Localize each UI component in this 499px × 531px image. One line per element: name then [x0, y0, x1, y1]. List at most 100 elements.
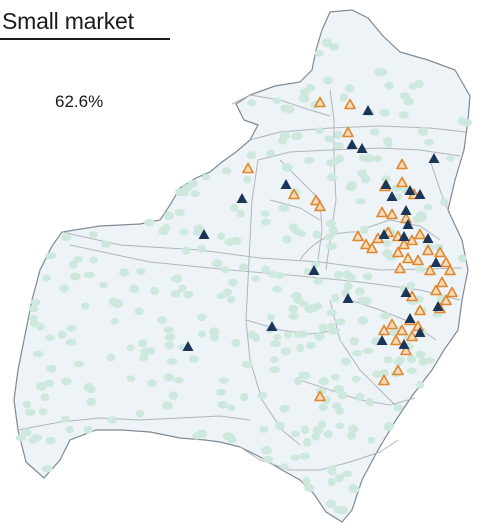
dot-marker — [251, 333, 261, 342]
dot-marker — [227, 404, 236, 412]
dot-marker — [270, 340, 281, 348]
dot-marker — [209, 327, 220, 336]
dot-marker — [32, 350, 44, 358]
open-triangle-marker — [386, 318, 398, 330]
dot-marker — [311, 261, 321, 269]
dot-marker — [73, 360, 85, 368]
open-triangle-marker — [436, 276, 448, 288]
dot-marker — [365, 397, 375, 407]
dot-marker — [163, 373, 175, 382]
dot-marker — [197, 313, 207, 322]
dot-marker — [330, 373, 340, 381]
dot-marker — [357, 169, 367, 178]
dot-marker — [107, 416, 118, 424]
dot-marker — [335, 318, 346, 326]
dot-marker — [344, 84, 355, 93]
dot-marker — [324, 135, 335, 143]
dot-marker — [216, 388, 226, 396]
dot-marker — [383, 356, 394, 364]
dot-marker — [369, 128, 380, 136]
dot-marker — [164, 333, 176, 341]
dot-marker — [415, 350, 426, 359]
dot-marker — [285, 105, 295, 114]
dot-marker — [101, 240, 111, 248]
dot-marker — [457, 116, 467, 126]
dot-marker — [161, 401, 173, 410]
dot-marker — [351, 375, 361, 383]
open-triangle-marker — [390, 334, 402, 346]
dot-marker — [279, 404, 290, 413]
dot-marker — [373, 155, 383, 163]
dot-marker — [324, 233, 334, 241]
dot-marker — [164, 341, 175, 350]
dot-marker — [406, 367, 417, 375]
open-triangle-marker — [414, 304, 426, 316]
dot-marker — [69, 260, 78, 269]
dot-marker — [21, 428, 32, 437]
dot-marker — [226, 435, 237, 444]
dot-marker — [355, 392, 365, 402]
dot-marker — [333, 142, 344, 150]
dot-marker — [423, 203, 433, 211]
dot-marker — [418, 357, 428, 366]
dot-marker — [280, 463, 289, 470]
dark-triangle-marker — [398, 339, 410, 349]
dot-marker — [89, 256, 98, 264]
dark-triangle-marker — [404, 313, 416, 323]
map-title: Small market — [2, 8, 134, 34]
dot-marker — [294, 376, 303, 386]
dot-marker — [163, 326, 174, 334]
open-triangle-marker — [440, 294, 452, 306]
dot-marker — [230, 203, 239, 212]
open-triangle-marker — [422, 244, 434, 256]
dot-marker — [383, 422, 394, 431]
open-triangle-marker — [314, 390, 326, 402]
dot-marker — [337, 506, 348, 515]
open-triangle-marker — [344, 98, 356, 110]
dot-marker — [267, 313, 275, 321]
dot-marker — [348, 424, 359, 433]
dot-marker — [139, 354, 149, 362]
dot-marker — [209, 333, 220, 342]
dot-marker — [292, 131, 303, 140]
dot-marker — [136, 267, 146, 275]
dot-marker — [65, 338, 77, 346]
dark-triangle-marker — [236, 193, 248, 203]
dot-marker — [274, 272, 285, 279]
dot-marker — [323, 76, 333, 85]
dot-marker — [398, 111, 409, 119]
dot-marker — [334, 271, 343, 279]
dot-marker — [379, 369, 389, 377]
dot-marker — [349, 337, 359, 346]
dot-marker — [170, 275, 180, 283]
open-triangle-marker — [440, 256, 452, 268]
dot-marker — [126, 344, 135, 352]
dot-marker — [328, 327, 339, 335]
dot-marker — [179, 228, 189, 236]
dot-marker — [168, 391, 178, 400]
dot-marker — [61, 377, 72, 386]
open-triangle-marker — [378, 374, 390, 386]
open-triangle-marker — [412, 254, 424, 266]
dot-marker — [86, 397, 96, 407]
dot-marker — [284, 331, 293, 339]
dot-marker — [69, 272, 81, 281]
dot-marker — [327, 477, 336, 487]
dot-marker — [325, 499, 337, 509]
dot-marker — [315, 127, 325, 135]
dark-triangle-marker — [280, 179, 292, 189]
dot-marker — [335, 154, 345, 163]
open-triangle-marker — [392, 364, 404, 376]
dot-marker — [60, 415, 70, 423]
dot-marker — [393, 404, 403, 412]
dot-marker — [297, 330, 309, 338]
dot-marker — [45, 334, 55, 342]
dot-marker — [257, 391, 268, 400]
open-triangle-marker — [314, 200, 326, 212]
dot-marker — [188, 355, 199, 363]
dot-marker — [45, 252, 56, 260]
open-triangle-marker — [446, 286, 458, 298]
dot-marker — [216, 232, 226, 241]
dot-marker — [282, 235, 292, 244]
